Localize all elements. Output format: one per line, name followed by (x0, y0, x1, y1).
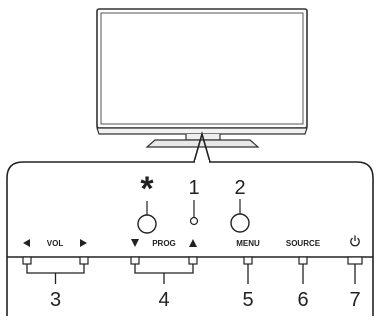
frame-gap (195, 160, 209, 164)
tv-screen (100, 12, 304, 125)
light-sensor (230, 213, 250, 233)
callout-2: 2 (234, 177, 245, 199)
vol-bracket (26, 264, 85, 284)
source-button[interactable] (298, 256, 308, 265)
vol-up-icon (80, 239, 87, 247)
prog-label: PROG (152, 239, 176, 248)
tv-stand-base (145, 139, 260, 148)
ir-sensor (137, 214, 157, 234)
prog-bracket (134, 264, 194, 284)
power-led (189, 216, 199, 226)
power-icon (350, 235, 360, 247)
callout-1: 1 (188, 177, 199, 199)
callout-star: * (140, 170, 154, 208)
menu-label: MENU (236, 239, 260, 248)
callout-leader (193, 131, 211, 163)
callout-6: 6 (297, 289, 308, 311)
tv-illustration (96, 8, 308, 148)
prog-up-icon (189, 239, 197, 247)
magnified-panel-frame (6, 161, 374, 316)
prog-up-button[interactable] (188, 256, 198, 265)
tv-bottom-bezel (96, 127, 308, 135)
callout-5: 5 (242, 289, 253, 311)
vol-label: VOL (47, 239, 64, 248)
vol-down-icon (23, 239, 30, 247)
prog-down-icon (131, 239, 139, 247)
source-label: SOURCE (286, 239, 321, 248)
callout-7: 7 (349, 289, 360, 311)
callout-3: 3 (50, 289, 61, 311)
vol-up-button[interactable] (79, 256, 89, 265)
callout-4: 4 (158, 289, 169, 311)
menu-button[interactable] (243, 256, 253, 265)
vol-down-button[interactable] (22, 256, 32, 265)
power-button[interactable] (347, 256, 363, 265)
prog-down-button[interactable] (130, 256, 140, 265)
